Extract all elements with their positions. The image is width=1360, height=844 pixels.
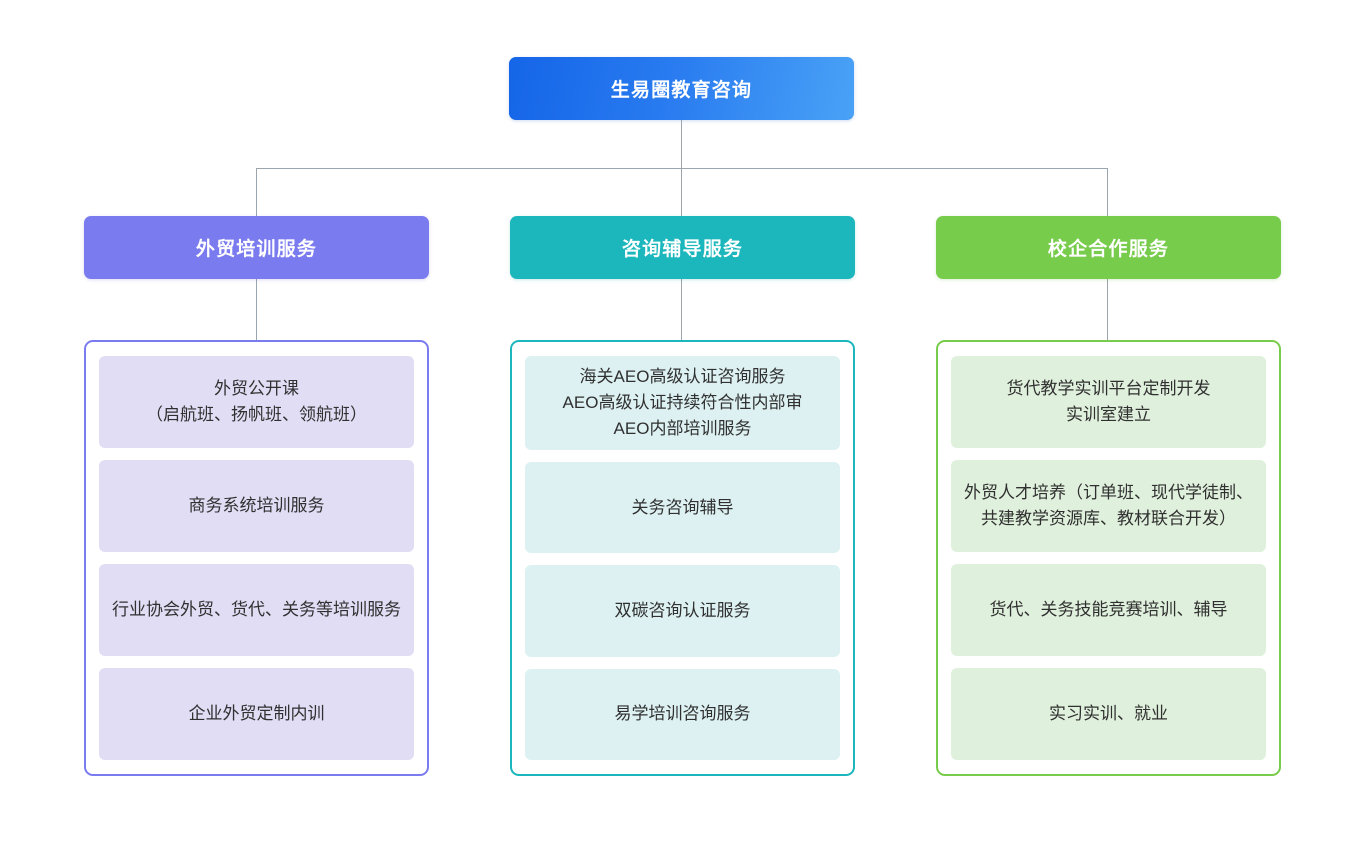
branch-column-foreign-trade-training: 外贸培训服务 xyxy=(84,216,429,279)
connector-drop-right xyxy=(1107,168,1108,216)
root-node-education-consulting[interactable]: 生易圈教育咨询 xyxy=(509,57,854,120)
connector-root-stem xyxy=(681,120,682,168)
branch-header-label: 校企合作服务 xyxy=(1047,239,1170,260)
leaf-item-label: 外贸公开课 （启航班、扬帆班、领航班） xyxy=(146,379,367,424)
branch-header-label: 咨询辅导服务 xyxy=(621,239,744,260)
leaf-item-label: 实习实训、就业 xyxy=(1049,704,1168,723)
branch-header-foreign-trade-training[interactable]: 外贸培训服务 xyxy=(84,216,429,279)
connector-left-header-to-children xyxy=(256,279,257,340)
leaf-item-label: 关务咨询辅导 xyxy=(631,497,734,517)
connector-right-header-to-children xyxy=(1107,279,1108,340)
leaf-item[interactable]: 货代、关务技能竞赛培训、辅导 xyxy=(951,564,1266,656)
branch-header-consulting-tutoring[interactable]: 咨询辅导服务 xyxy=(510,216,855,279)
leaf-item[interactable]: 货代教学实训平台定制开发 实训室建立 xyxy=(951,356,1266,448)
leaf-item[interactable]: 双碳咨询认证服务 xyxy=(525,565,840,657)
leaf-item[interactable]: 外贸公开课 （启航班、扬帆班、领航班） xyxy=(99,356,414,448)
children-box-consulting-tutoring: 海关AEO高级认证咨询服务 AEO高级认证持续符合性内部审 AEO内部培训服务 … xyxy=(510,340,855,776)
branch-column-school-enterprise-cooperation: 校企合作服务 xyxy=(936,216,1281,279)
root-node-label: 生易圈教育咨询 xyxy=(610,80,753,101)
connector-drop-middle xyxy=(681,168,682,216)
leaf-item-label: 行业协会外贸、货代、关务等培训服务 xyxy=(112,600,401,619)
leaf-item-label: 外贸人才培养（订单班、现代学徒制、共建教学资源库、教材联合开发） xyxy=(964,483,1253,528)
children-box-foreign-trade-training: 外贸公开课 （启航班、扬帆班、领航班） 商务系统培训服务 行业协会外贸、货代、关… xyxy=(84,340,429,776)
leaf-item[interactable]: 易学培训咨询服务 xyxy=(525,668,840,760)
leaf-item[interactable]: 实习实训、就业 xyxy=(951,668,1266,760)
connector-drop-left xyxy=(256,168,257,216)
branch-header-label: 外贸培训服务 xyxy=(195,239,318,260)
leaf-item-label: 易学培训咨询服务 xyxy=(614,704,751,724)
leaf-item-label: 双碳咨询认证服务 xyxy=(614,600,751,620)
leaf-item-label: 货代、关务技能竞赛培训、辅导 xyxy=(989,600,1228,619)
leaf-item-label: 货代教学实训平台定制开发 实训室建立 xyxy=(1006,379,1211,424)
branch-column-consulting-tutoring: 咨询辅导服务 xyxy=(510,216,855,279)
leaf-item[interactable]: 外贸人才培养（订单班、现代学徒制、共建教学资源库、教材联合开发） xyxy=(951,460,1266,552)
leaf-item[interactable]: 海关AEO高级认证咨询服务 AEO高级认证持续符合性内部审 AEO内部培训服务 xyxy=(525,356,840,450)
leaf-item[interactable]: 行业协会外贸、货代、关务等培训服务 xyxy=(99,564,414,656)
leaf-item-label: 海关AEO高级认证咨询服务 AEO高级认证持续符合性内部审 AEO内部培训服务 xyxy=(562,367,803,438)
connector-middle-header-to-children xyxy=(681,279,682,340)
leaf-item[interactable]: 企业外贸定制内训 xyxy=(99,668,414,760)
children-box-school-enterprise-cooperation: 货代教学实训平台定制开发 实训室建立 外贸人才培养（订单班、现代学徒制、共建教学… xyxy=(936,340,1281,776)
leaf-item-label: 企业外贸定制内训 xyxy=(188,704,325,723)
leaf-item[interactable]: 商务系统培训服务 xyxy=(99,460,414,552)
leaf-item-label: 商务系统培训服务 xyxy=(188,496,325,515)
leaf-item[interactable]: 关务咨询辅导 xyxy=(525,462,840,554)
branch-header-school-enterprise-cooperation[interactable]: 校企合作服务 xyxy=(936,216,1281,279)
